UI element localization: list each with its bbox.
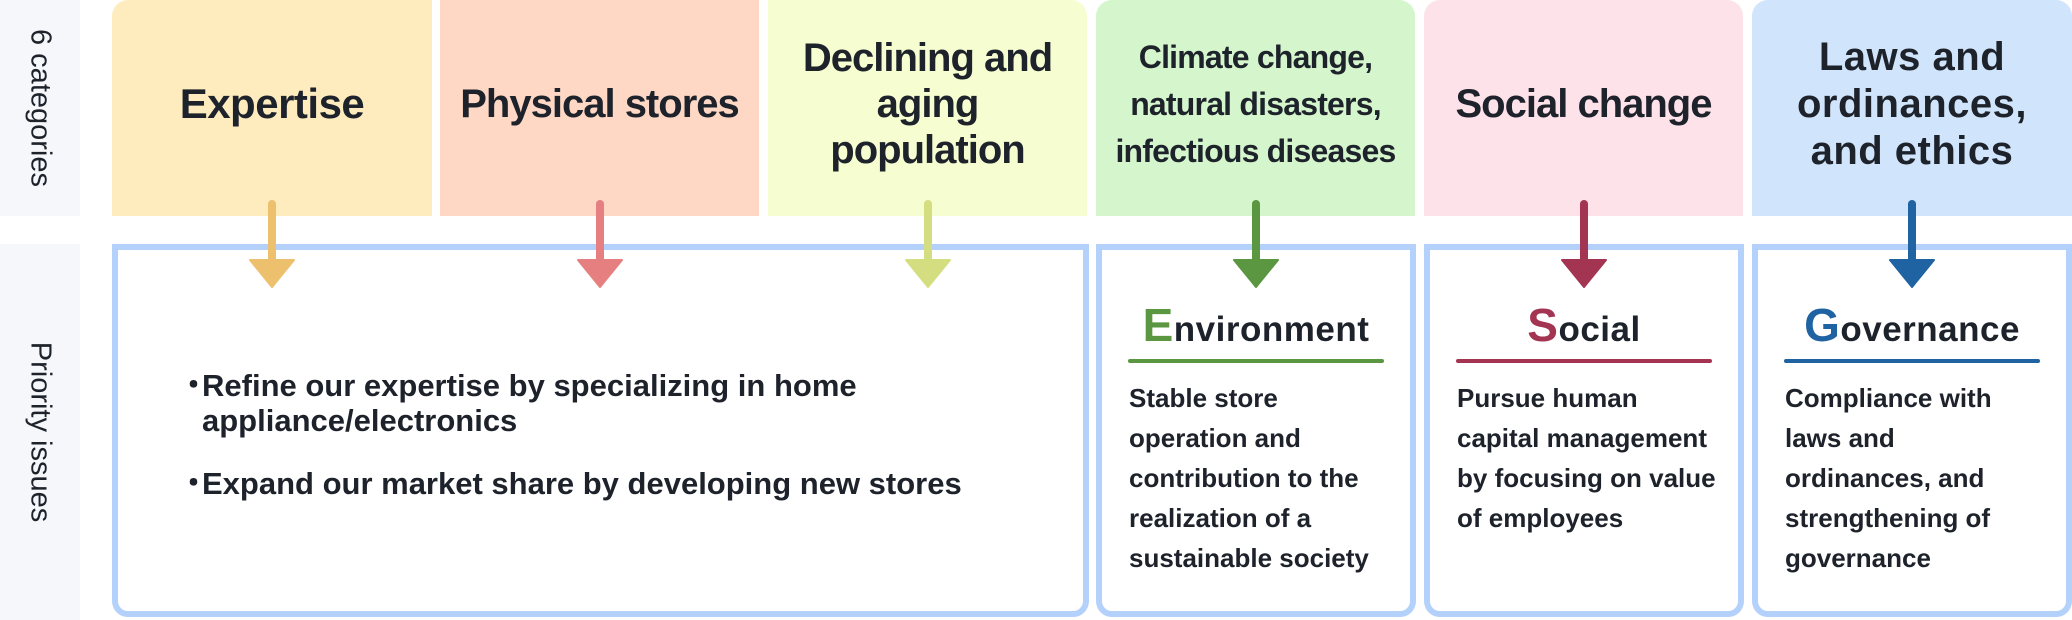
- esg-title-rest: nvironment: [1173, 310, 1370, 349]
- esg-initial: E: [1142, 299, 1174, 351]
- esg-underline: [1128, 359, 1384, 363]
- row-label-categories-text: 6 categories: [24, 29, 57, 187]
- row-label-priority-issues-text: Priority issues: [24, 341, 57, 523]
- row-label-categories: 6 categories: [0, 0, 80, 216]
- arrow-down-icon: [1889, 200, 1935, 288]
- esg-body-governance: Compliance with laws and ordinances, and…: [1785, 383, 1992, 573]
- category-label: Physical stores: [460, 82, 739, 126]
- bullet-marker: ・: [178, 466, 209, 501]
- priority-frame-environment: [1096, 244, 1416, 617]
- category-aging-population: Declining and aging population: [768, 0, 1087, 216]
- arrow-down-icon: [1561, 200, 1607, 288]
- category-physical-stores: Physical stores: [440, 0, 759, 216]
- esg-title-rest: overnance: [1840, 310, 2020, 349]
- category-laws-ethics: Laws and ordinances, and ethics: [1752, 0, 2072, 216]
- category-label: Climate change, natural disasters, infec…: [1115, 38, 1396, 169]
- category-label: Expertise: [179, 80, 365, 127]
- arrow-down-icon: [905, 200, 951, 288]
- esg-title-governance: Governance: [1784, 298, 2040, 352]
- priority-frame-governance: [1752, 244, 2072, 617]
- priority-bullet: ・ Expand our market share by developing …: [178, 466, 1038, 501]
- category-label: Laws and ordinances, and ethics: [1796, 34, 2027, 173]
- esg-title-environment: Environment: [1128, 298, 1384, 352]
- bullet-marker: ・: [178, 368, 209, 403]
- category-expertise: Expertise: [112, 0, 432, 216]
- esg-body-social: Pursue human capital management by focus…: [1457, 383, 1716, 533]
- esg-underline: [1456, 359, 1712, 363]
- category-label: Social change: [1455, 82, 1713, 126]
- category-label: Declining and aging population: [802, 36, 1053, 172]
- esg-initial: G: [1804, 299, 1841, 351]
- category-social-change: Social change: [1424, 0, 1743, 216]
- esg-title-social: Social: [1456, 298, 1712, 352]
- bullet-text: Refine our expertise by specializing in …: [202, 368, 857, 438]
- priority-bullet: ・ Refine our expertise by specializing i…: [178, 368, 1038, 438]
- arrow-down-icon: [577, 200, 623, 288]
- esg-initial: S: [1527, 299, 1559, 351]
- esg-underline: [1784, 359, 2040, 363]
- arrow-down-icon: [249, 200, 295, 288]
- esg-body-environment: Stable store operation and contribution …: [1129, 383, 1369, 573]
- row-label-priority-issues: Priority issues: [0, 244, 80, 620]
- category-climate-change: Climate change, natural disasters, infec…: [1096, 0, 1415, 216]
- esg-title-rest: ocial: [1558, 310, 1641, 349]
- priority-frame-social: [1424, 244, 1744, 617]
- bullet-text: Expand our market share by developing ne…: [202, 466, 962, 501]
- arrow-down-icon: [1233, 200, 1279, 288]
- priority-bullet-list: ・ Refine our expertise by specializing i…: [178, 368, 1038, 529]
